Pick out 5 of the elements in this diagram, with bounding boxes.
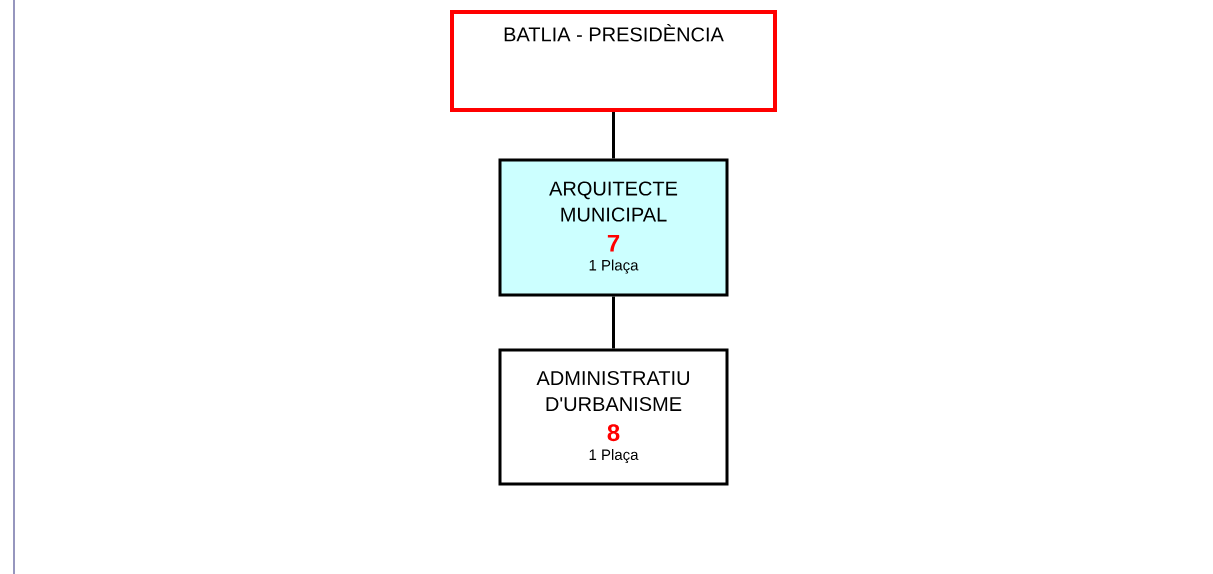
connector-line	[612, 296, 615, 349]
box-with-border: BATLIA - PRESIDÈNCIA	[450, 10, 777, 112]
position-box: ARQUITECTE MUNICIPAL 7 1 Plaça	[498, 158, 729, 297]
position-box: ADMINISTRATIU D'URBANISME 8 1 Plaça	[498, 348, 729, 486]
connector-line	[612, 112, 615, 159]
